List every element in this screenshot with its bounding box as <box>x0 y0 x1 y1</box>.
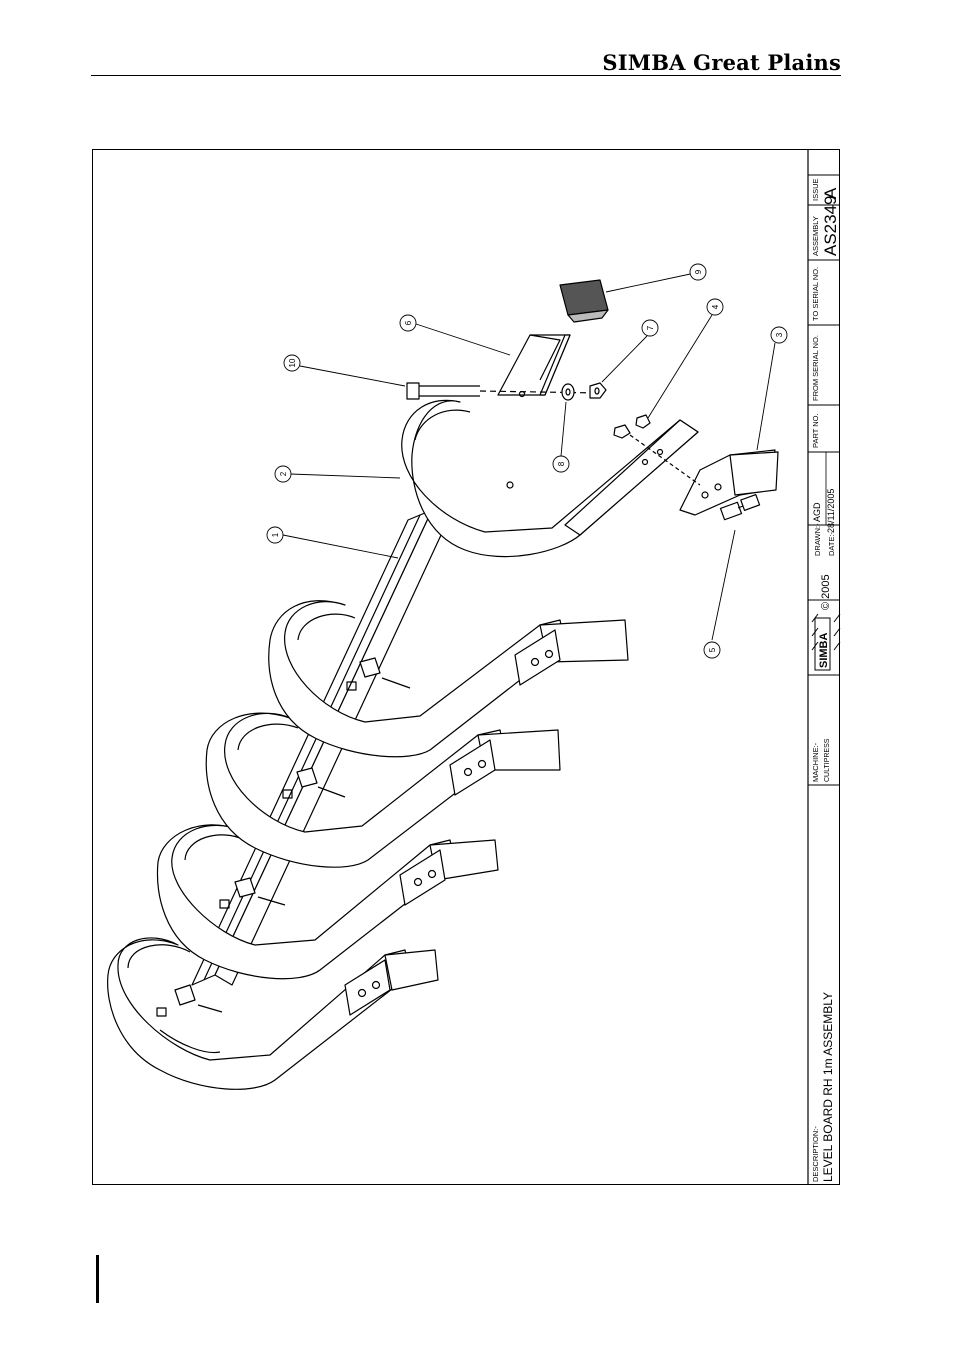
machine-value: CULTIPRESS <box>824 738 831 782</box>
title-block: DESCRIPTION:- LEVEL BOARD RH 1m ASSEMBLY… <box>808 149 840 1185</box>
copyright: © 2005 <box>820 574 832 610</box>
nyloc-nut <box>590 383 606 398</box>
level-board-rh <box>402 400 698 556</box>
end-cap <box>560 280 608 322</box>
balloon-label-3: 3 <box>775 332 784 337</box>
drawn-value: AGD <box>812 502 822 522</box>
date-label: DATE:- <box>827 531 836 556</box>
balloon-label-7: 7 <box>646 325 655 330</box>
balloon-label-10: 10 <box>288 358 297 367</box>
part-no-label: PART NO. <box>811 413 820 448</box>
simba-logo: SIMBA <box>812 614 840 670</box>
exploded-view <box>108 264 787 1089</box>
balloon-label-5: 5 <box>708 647 717 652</box>
description-value: LEVEL BOARD RH 1m ASSEMBLY <box>821 992 835 1182</box>
assembly-label: ASSEMBLY <box>811 216 820 256</box>
drawn-label: DRAWN:- <box>813 523 822 556</box>
balloon-numbers: 1 2 3 4 5 6 7 8 9 10 <box>271 269 784 652</box>
item-balloons <box>267 264 787 658</box>
balloon-label-9: 9 <box>694 269 703 274</box>
washer <box>562 384 574 400</box>
balloon-label-2: 2 <box>279 471 288 476</box>
description-label: DESCRIPTION:- <box>811 1126 820 1182</box>
machine-label: MACHINE:- <box>811 742 820 782</box>
issue-value: A <box>821 187 840 199</box>
issue-label: ISSUE <box>811 178 820 201</box>
leader-lines <box>283 273 775 640</box>
balloon-label-1: 1 <box>271 532 280 537</box>
balloon-label-8: 8 <box>557 461 566 466</box>
date-value: 28/11/2005 <box>826 489 836 533</box>
balloon-label-6: 6 <box>404 320 413 325</box>
balloon-label-4: 4 <box>711 304 720 309</box>
clamp-bracket <box>498 335 570 397</box>
from-serial-label: FROM SERIAL NO. <box>811 335 820 401</box>
to-serial-label: TO SERIAL NO. <box>811 267 820 321</box>
svg-text:SIMBA: SIMBA <box>818 633 830 669</box>
level-board-segment <box>269 601 628 757</box>
assembly-number: AS2349 <box>821 196 840 257</box>
